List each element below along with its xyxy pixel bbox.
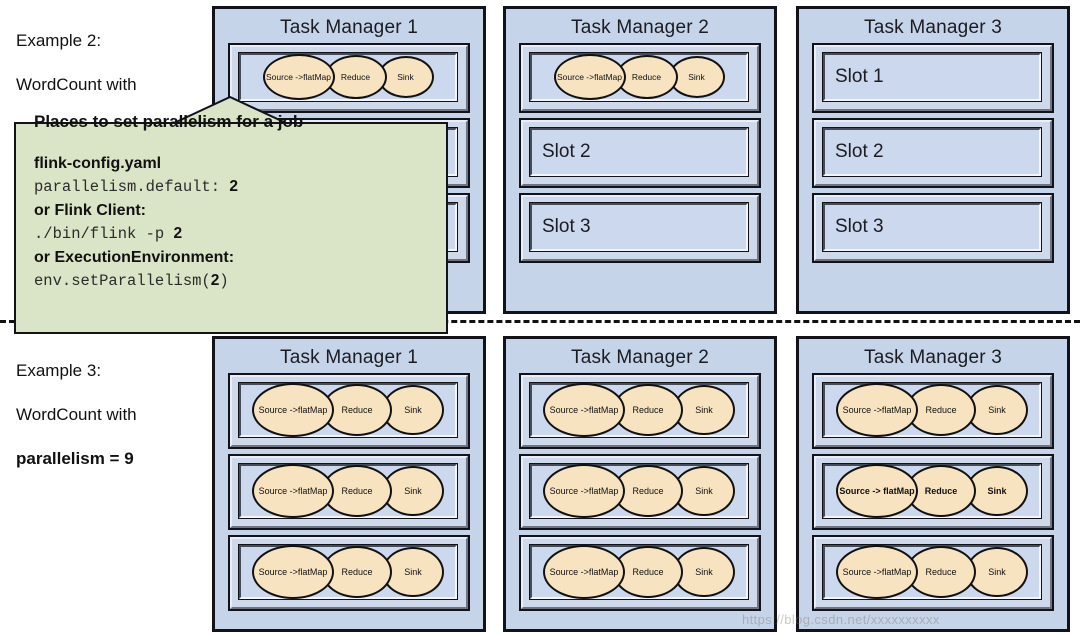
callout-title: Places to set parallelism for a job xyxy=(34,112,304,131)
callout-row-1: parallelism.default: 2 xyxy=(34,178,238,196)
task-manager-title: Task Manager 2 xyxy=(571,347,709,368)
callout-row-5: env.setParallelism(2) xyxy=(34,272,229,290)
operator-sink: Sink xyxy=(966,385,1028,435)
operator-source-flatmap: Source ->flatMap xyxy=(262,54,335,100)
callout-row-0: flink-config.yaml xyxy=(34,155,162,172)
watermark: https://blog.csdn.net/xxxxxxxxxx xyxy=(742,612,940,627)
slot-label: Slot 3 xyxy=(542,216,591,237)
task-manager-title: Task Manager 3 xyxy=(864,17,1002,38)
task-manager-title: Task Manager 3 xyxy=(864,347,1002,368)
operator-source-flatmap: Source ->flatMap xyxy=(836,545,918,599)
callout-row-3: ./bin/flink -p 2 xyxy=(34,225,183,243)
slot-2[interactable]: Slot 2 xyxy=(519,118,761,188)
slot-label: Slot 3 xyxy=(835,216,884,237)
operator-sink: Sink xyxy=(382,385,444,435)
slot-interior: Slot 1 xyxy=(822,52,1042,102)
operator-source-flatmap: Source ->flatMap xyxy=(836,383,918,437)
slot-label: Slot 2 xyxy=(542,141,591,162)
task-manager-top-3[interactable]: Task Manager 3 Slot 1 Slot 2 Slot 3 xyxy=(796,6,1070,314)
callout-rows: flink-config.yaml parallelism.default: 2 o… xyxy=(34,152,428,293)
example-2-line-1: Example 2: xyxy=(16,31,102,50)
slot-label: Slot 2 xyxy=(835,141,884,162)
example-3-caption: Example 3: WordCount with parallelism = … xyxy=(16,338,137,492)
slot-3[interactable]: Slot 3 xyxy=(519,193,761,263)
operator-reduce: Reduce xyxy=(324,55,387,99)
operator-source-flatmap: Source ->flatMap xyxy=(543,464,625,518)
callout-row-4: or ExecutionEnvironment: xyxy=(34,249,235,266)
callout-content: Places to set parallelism for a job flin… xyxy=(14,96,448,293)
operator-source-flatmap: Source -> flatMap xyxy=(836,464,918,518)
slot-1[interactable]: Slot 1 xyxy=(812,43,1054,113)
slot-3[interactable]: Slot 3 xyxy=(812,193,1054,263)
operator-source-flatmap: Source ->flatMap xyxy=(543,545,625,599)
operator-source-flatmap: Source ->flatMap xyxy=(553,54,626,100)
operator-sink: Sink xyxy=(673,466,735,516)
operator-reduce: Reduce xyxy=(613,465,683,517)
slot-interior: Slot 3 xyxy=(529,202,749,252)
operator-source-flatmap: Source ->flatMap xyxy=(252,464,334,518)
operator-source-flatmap: Source ->flatMap xyxy=(252,545,334,599)
parallelism-callout: Places to set parallelism for a job flin… xyxy=(14,96,448,334)
example-3-line-2: WordCount with xyxy=(16,405,137,424)
operator-sink: Sink xyxy=(966,466,1028,516)
slot-2[interactable]: Slot 2 xyxy=(812,118,1054,188)
operator-sink: Sink xyxy=(673,547,735,597)
operator-source-flatmap: Source ->flatMap xyxy=(543,383,625,437)
slot-interior: Slot 2 xyxy=(529,127,749,177)
callout-body xyxy=(14,122,448,334)
operator-sink: Sink xyxy=(382,547,444,597)
callout-row-2: or Flink Client: xyxy=(34,202,146,219)
section-divider xyxy=(0,320,1080,323)
task-manager-title: Task Manager 2 xyxy=(571,17,709,38)
example-3-line-1: Example 3: xyxy=(16,361,102,380)
task-manager-title: Task Manager 1 xyxy=(280,347,418,368)
operator-sink: Sink xyxy=(382,466,444,516)
task-manager-title: Task Manager 1 xyxy=(280,17,418,38)
slot-interior: Slot 3 xyxy=(822,202,1042,252)
example-2-line-2: WordCount with xyxy=(16,75,137,94)
operator-sink: Sink xyxy=(377,56,434,98)
slot-label: Slot 1 xyxy=(835,66,884,87)
operator-source-flatmap: Source ->flatMap xyxy=(252,383,334,437)
example-3-parallelism: parallelism = 9 xyxy=(16,449,134,468)
slot-interior: Slot 2 xyxy=(822,127,1042,177)
